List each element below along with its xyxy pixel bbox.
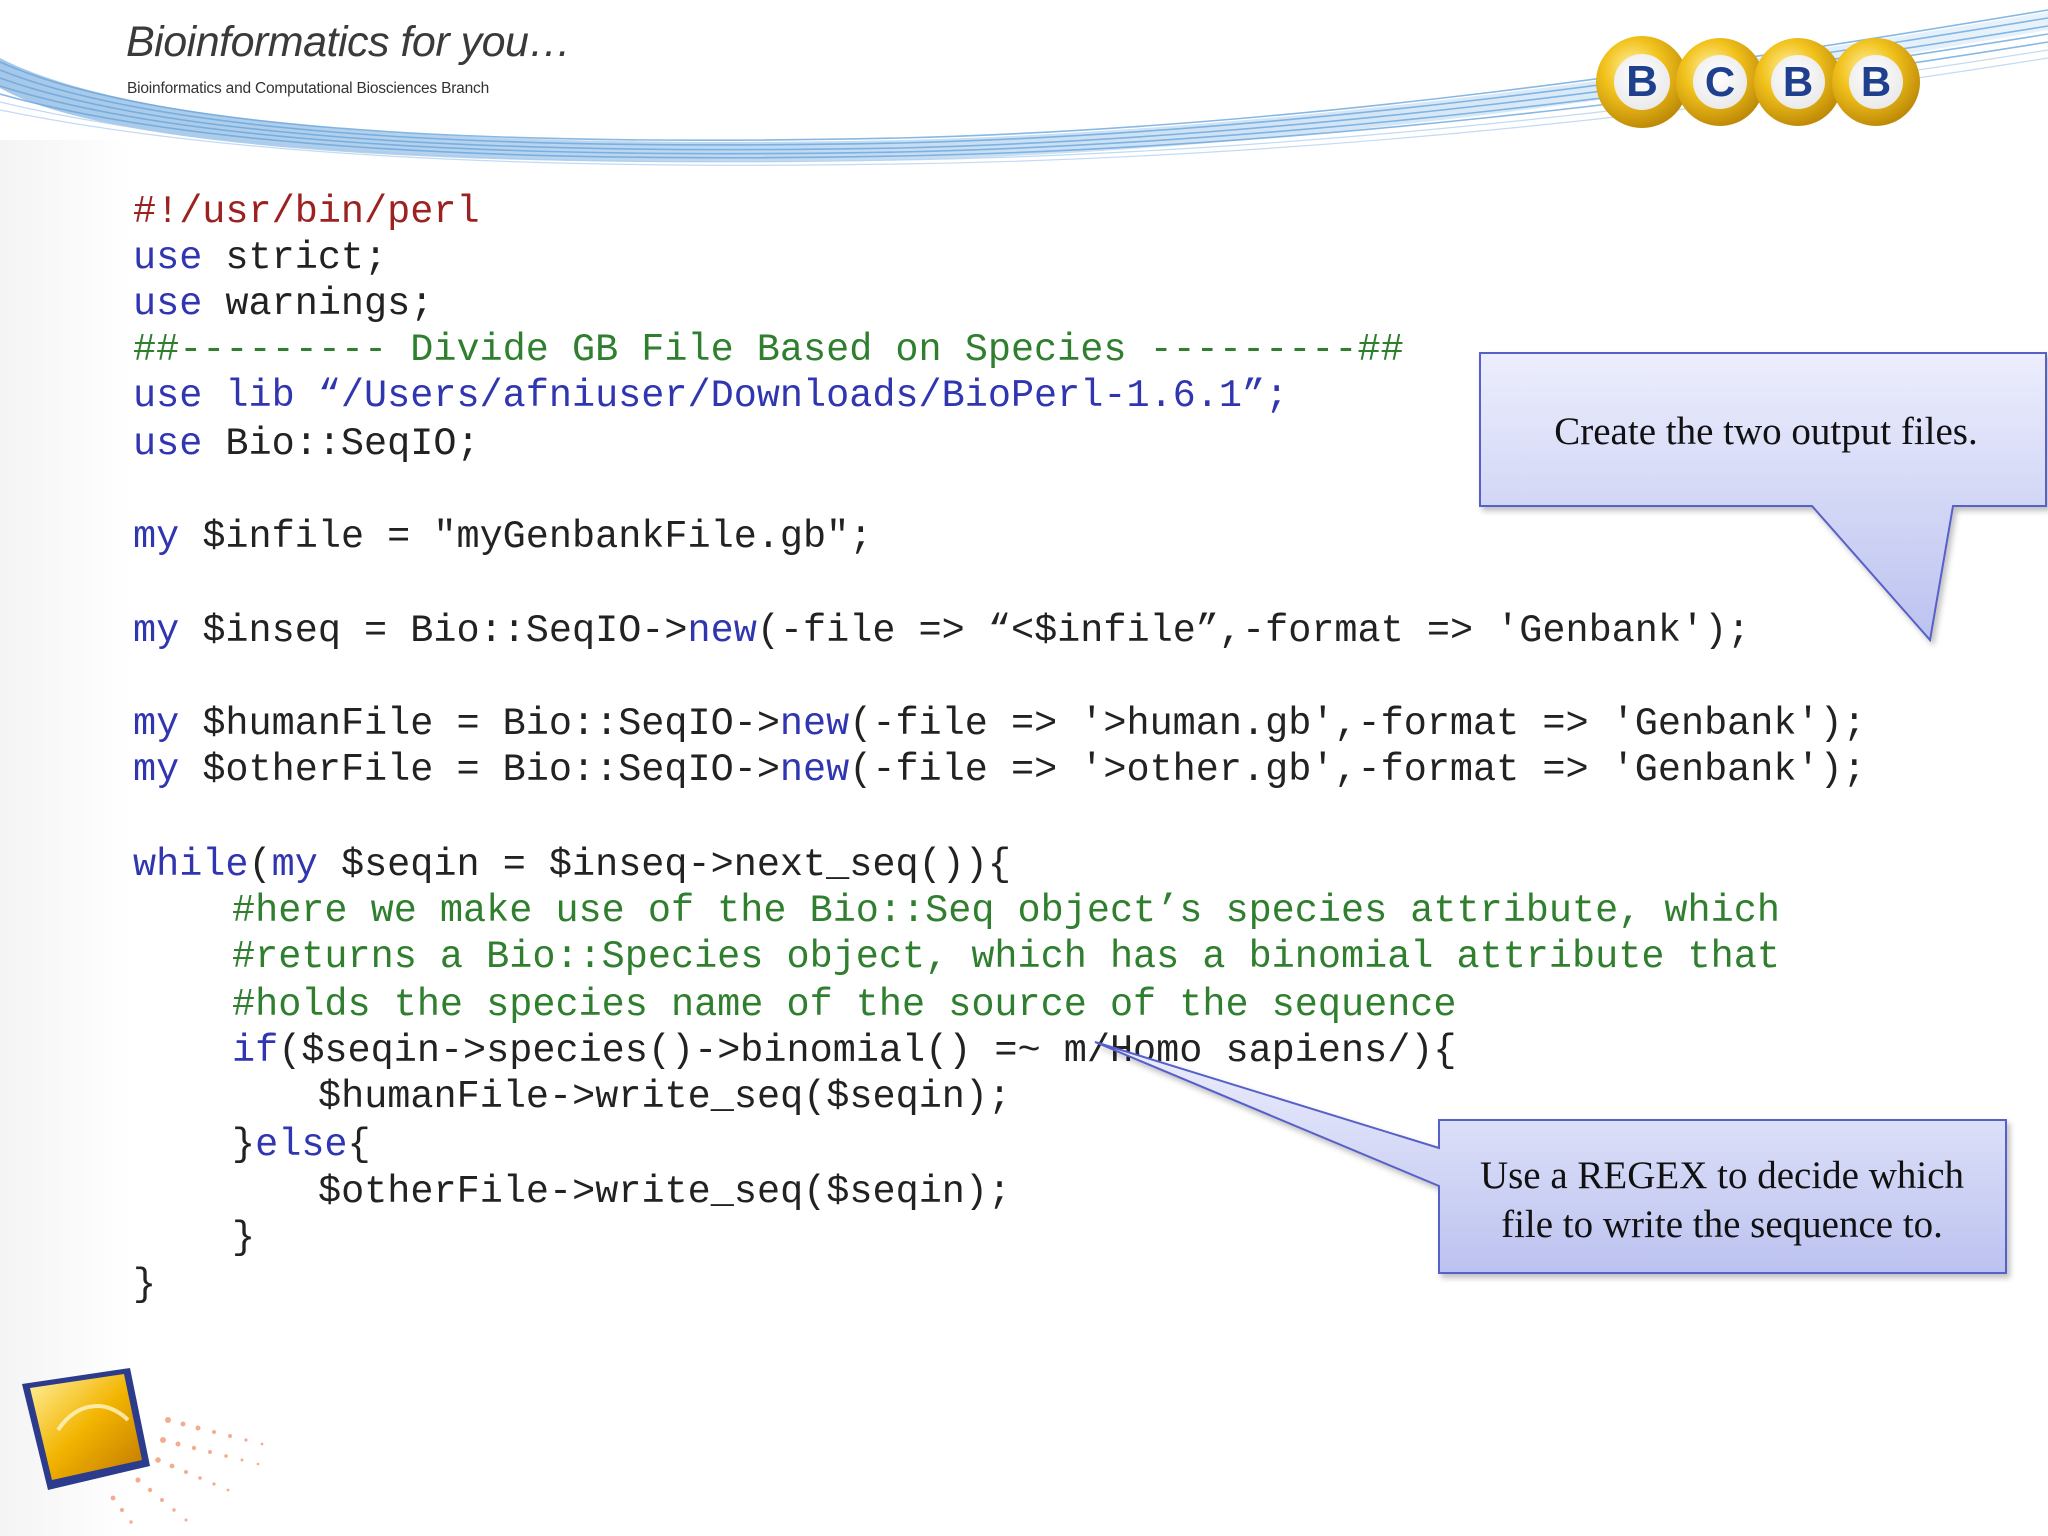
code-text: (-file => “<$infile”,-format => 'Genbank… [756,609,1751,653]
code-text: strict; [202,236,388,280]
logo-ring-4: B [1832,38,1920,126]
keyword: my [133,702,180,746]
keyword: new [779,748,850,792]
bcbb-logo: B C B B [1596,36,1920,128]
callout-top-shape [1479,352,2047,643]
callout-bottom-line-2: file to write the sequence to. [1501,1202,1943,1246]
code-line-close-if: } [232,1216,256,1260]
code-line-humanfile: my $humanFile = Bio::SeqIO->new(-file =>… [133,705,1866,744]
keyword: while [133,843,249,887]
keyword: use [133,282,203,326]
code-line-close-while: } [133,1263,157,1307]
logo-letter: B [1626,57,1658,106]
callout-bottom-shape [1094,1041,2007,1274]
code-text: { [347,1123,371,1167]
code-line-infile: my $infile = "myGenbankFile.gb"; [133,518,872,557]
code-text: $inseq = Bio::SeqIO-> [179,609,688,653]
logo-letter: B [1861,58,1891,105]
brand-subtitle: Bioinformatics and Computational Bioscie… [127,80,489,97]
logo-letter: C [1705,58,1735,105]
code-line-if: if($seqin->species()->binomial() =~ m/Ho… [232,1032,1457,1071]
code-line-otherfile: my $otherFile = Bio::SeqIO->new(-file =>… [133,751,1866,790]
code-line-write-other: $otherFile->write_seq($seqin); [318,1170,1012,1214]
keyword: use [133,236,203,280]
code-text: $seqin = $inseq->next_seq()){ [317,843,1011,887]
code-line-section-comment: ##--------- Divide GB File Based on Spec… [133,328,1404,372]
code-text: ( [248,843,272,887]
code-text: (-file => '>human.gb',-format => 'Genban… [849,702,1866,746]
logo-letter: B [1783,58,1813,105]
logo-ring-2: C [1676,38,1764,126]
code-text: $humanFile = Bio::SeqIO-> [179,702,780,746]
keyword: else [255,1123,348,1167]
brand-title: Bioinformatics for you… [126,18,571,66]
keyword: new [779,702,850,746]
code-line-use-warnings: use warnings; [133,285,433,324]
keyword: use [133,422,203,466]
code-line-comment-3: #holds the species name of the source of… [232,983,1457,1027]
logo-ring-3: B [1754,38,1842,126]
logo-ring-1: B [1596,36,1688,128]
code-line-use-strict: use strict; [133,239,387,278]
code-line-inseq: my $inseq = Bio::SeqIO->new(-file => “<$… [133,612,1750,651]
code-line-comment-2: #returns a Bio::Species object, which ha… [232,935,1780,979]
keyword: my [133,515,180,559]
callout-top-text: Create the two output files. [1554,410,1978,453]
keyword: new [687,609,757,653]
code-line-use-lib: use lib “/Users/afniuser/Downloads/BioPe… [133,374,1289,418]
code-text: Bio::SeqIO; [202,422,480,466]
code-text: ($seqin->species()->binomial() =~ m/Homo… [278,1029,1457,1073]
code-line-while: while(my $seqin = $inseq->next_seq()){ [133,846,1011,885]
code-text: } [232,1123,256,1167]
code-text: $otherFile = Bio::SeqIO-> [179,748,780,792]
code-text: $infile = "myGenbankFile.gb"; [179,515,873,559]
keyword: my [133,609,180,653]
code-line-write-human: $humanFile->write_seq($seqin); [318,1075,1012,1119]
code-line-else: }else{ [232,1126,371,1165]
code-line-comment-1: #here we make use of the Bio::Seq object… [232,889,1780,933]
code-line-shebang: #!/usr/bin/perl [133,190,480,234]
callout-bottom-text: Use a REGEX to decide which file to writ… [1452,1152,1992,1250]
code-text: (-file => '>other.gb',-format => 'Genban… [849,748,1866,792]
keyword: my [271,843,318,887]
keyword: my [133,748,180,792]
code-text: warnings; [202,282,434,326]
computer-screen-art [22,1368,264,1524]
callout-bottom-line-1: Use a REGEX to decide which [1479,1154,1965,1197]
keyword: if [232,1029,279,1073]
left-background-strip [0,140,130,1536]
code-line-use-seqio: use Bio::SeqIO; [133,425,480,464]
